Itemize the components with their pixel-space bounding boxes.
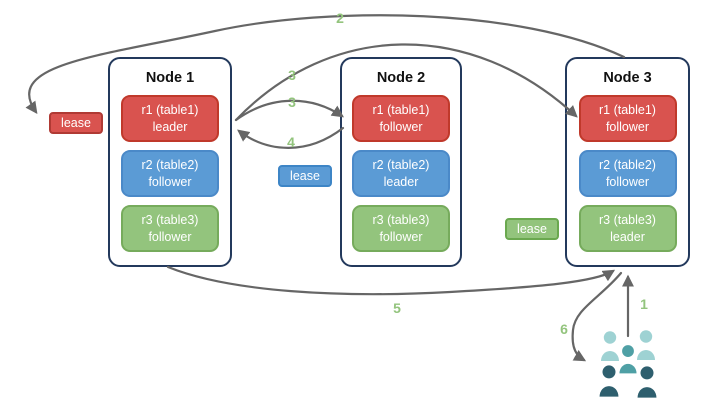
- node-1-replica-r1: r1 (table1) leader: [121, 95, 219, 142]
- users-group-icon: [599, 330, 657, 398]
- step-label-5: 5: [393, 300, 401, 316]
- user-figure-center: [619, 345, 637, 374]
- replica-role: follower: [605, 119, 650, 134]
- lease-badge-r2: lease: [278, 165, 332, 187]
- node-1-title: Node 1: [145, 70, 195, 86]
- replica-role: follower: [605, 174, 650, 189]
- replica-role: follower: [379, 119, 423, 134]
- node-2-replica-r3: r3 (table3) follower: [352, 205, 450, 252]
- arrow-3-node1-to-node2: [234, 99, 345, 122]
- step-label-4: 4: [287, 134, 295, 150]
- arrow-4-node2-to-node1: [237, 126, 345, 149]
- node-3-replica-r1: r1 (table1) follower: [578, 95, 677, 142]
- replica-id: r1 (table1): [599, 103, 656, 118]
- replica-id: r1 (table1): [141, 103, 199, 118]
- replica-role: leader: [383, 174, 419, 189]
- node-2-replica-r1: r1 (table1) follower: [352, 95, 450, 142]
- step-label-6: 6: [560, 321, 568, 337]
- node-1: Node 1 r1 (table1) leader r2 (table2) fo…: [108, 57, 232, 267]
- user-figure-bottom-left: [599, 365, 619, 397]
- user-figure-bottom-right: [637, 366, 657, 398]
- node-1-replica-r3: r3 (table3) follower: [121, 205, 219, 252]
- replica-role: follower: [148, 229, 192, 244]
- replica-role: follower: [379, 229, 423, 244]
- arrow-6-node3-to-client: [571, 271, 623, 362]
- replica-id: r2 (table2): [599, 158, 656, 173]
- replica-id: r3 (table3): [599, 213, 656, 228]
- node-3: Node 3 r1 (table1) follower r2 (table2) …: [565, 57, 690, 267]
- lease-badge-r3: lease: [505, 218, 559, 240]
- step-label-3b: 3: [288, 94, 296, 110]
- replica-role: follower: [148, 174, 192, 189]
- replica-id: r3 (table3): [141, 213, 199, 228]
- replica-role: leader: [610, 229, 645, 244]
- lease-badge-r1: lease: [49, 112, 103, 134]
- replica-role: leader: [152, 119, 188, 134]
- node-2: Node 2 r1 (table1) follower r2 (table2) …: [340, 57, 462, 267]
- replica-id: r1 (table1): [372, 103, 430, 118]
- user-figure-top-right: [637, 330, 655, 360]
- arrow-2-node3-to-lease-node1: [25, 14, 626, 114]
- step-label-3a: 3: [288, 67, 296, 83]
- replica-id: r2 (table2): [141, 158, 199, 173]
- node-1-replica-r2: r2 (table2) follower: [121, 150, 219, 197]
- node-3-replica-r2: r2 (table2) follower: [578, 150, 677, 197]
- node-3-replica-r3: r3 (table3) leader: [578, 205, 677, 252]
- node-3-title: Node 3: [603, 70, 652, 86]
- replica-id: r2 (table2): [372, 158, 430, 173]
- step-label-2: 2: [336, 10, 344, 26]
- arrow-3-node1-to-node3: [234, 43, 578, 122]
- replica-id: r3 (table3): [372, 213, 430, 228]
- node-2-title: Node 2: [376, 70, 426, 86]
- node-2-replica-r2: r2 (table2) leader: [352, 150, 450, 197]
- arrow-5-node1-to-node3: [166, 265, 616, 296]
- step-label-1: 1: [640, 296, 648, 312]
- user-figure-top-left: [601, 331, 619, 361]
